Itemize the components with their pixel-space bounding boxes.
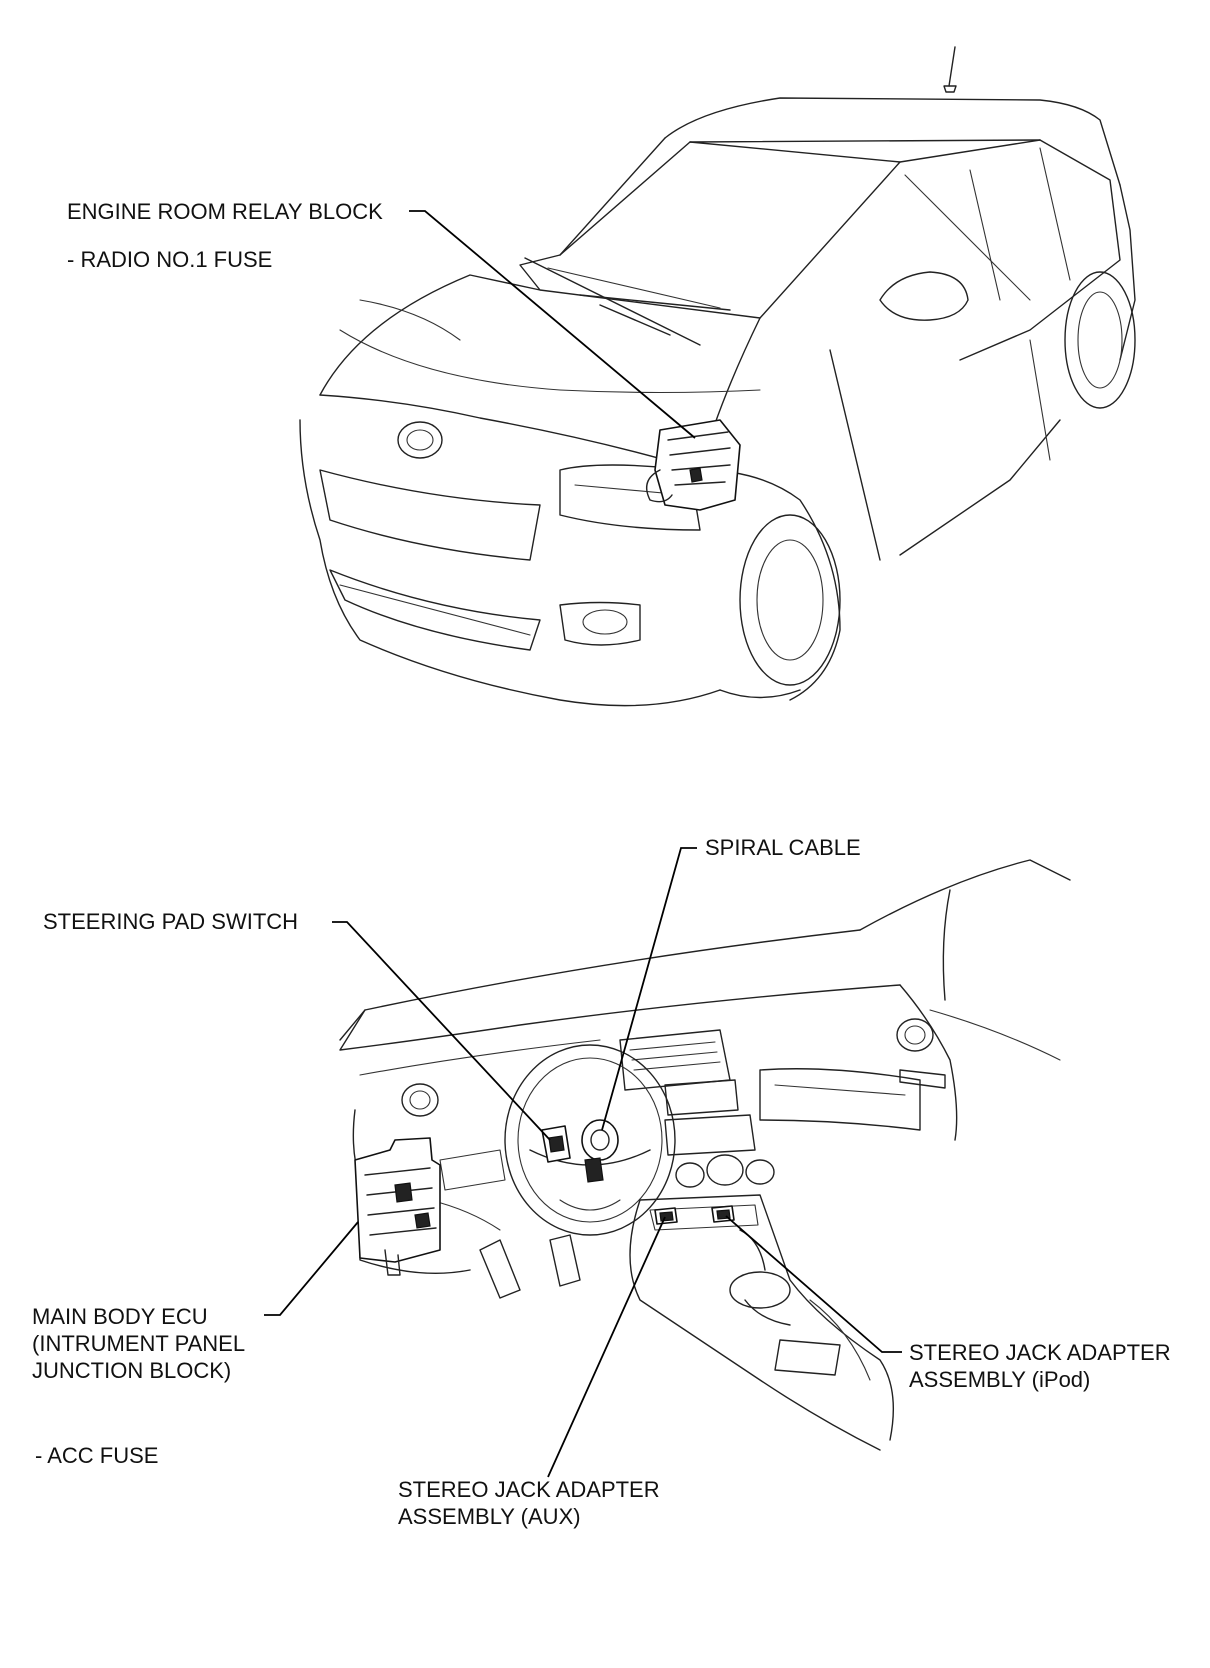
leader-stereo-jack-ipod <box>725 1215 902 1353</box>
leader-main-body-ecu <box>264 1221 359 1316</box>
vehicle-exterior-illustration <box>299 46 1136 707</box>
label-steering-pad-switch: STEERING PAD SWITCH <box>43 909 299 934</box>
leader-stereo-jack-aux <box>547 1216 666 1478</box>
leader-engine-room-relay-block <box>409 210 696 439</box>
leader-steering-pad-switch <box>332 921 551 1141</box>
leader-spiral-cable <box>601 847 697 1131</box>
instrument-panel-illustration <box>339 859 1071 1451</box>
label-stereo-jack-adapter-aux: STEREO JACK ADAPTER ASSEMBLY (AUX) <box>398 1477 660 1529</box>
label-main-body-ecu: MAIN BODY ECU (INTRUMENT PANEL JUNCTION … <box>32 1304 246 1383</box>
label-radio-no1-fuse: - RADIO NO.1 FUSE <box>67 247 273 272</box>
label-acc-fuse: - ACC FUSE <box>35 1443 159 1468</box>
label-engine-room-relay-block: ENGINE ROOM RELAY BLOCK <box>67 199 383 224</box>
label-stereo-jack-adapter-ipod: STEREO JACK ADAPTER ASSEMBLY (iPod) <box>909 1340 1171 1392</box>
label-spiral-cable: SPIRAL CABLE <box>705 835 861 860</box>
